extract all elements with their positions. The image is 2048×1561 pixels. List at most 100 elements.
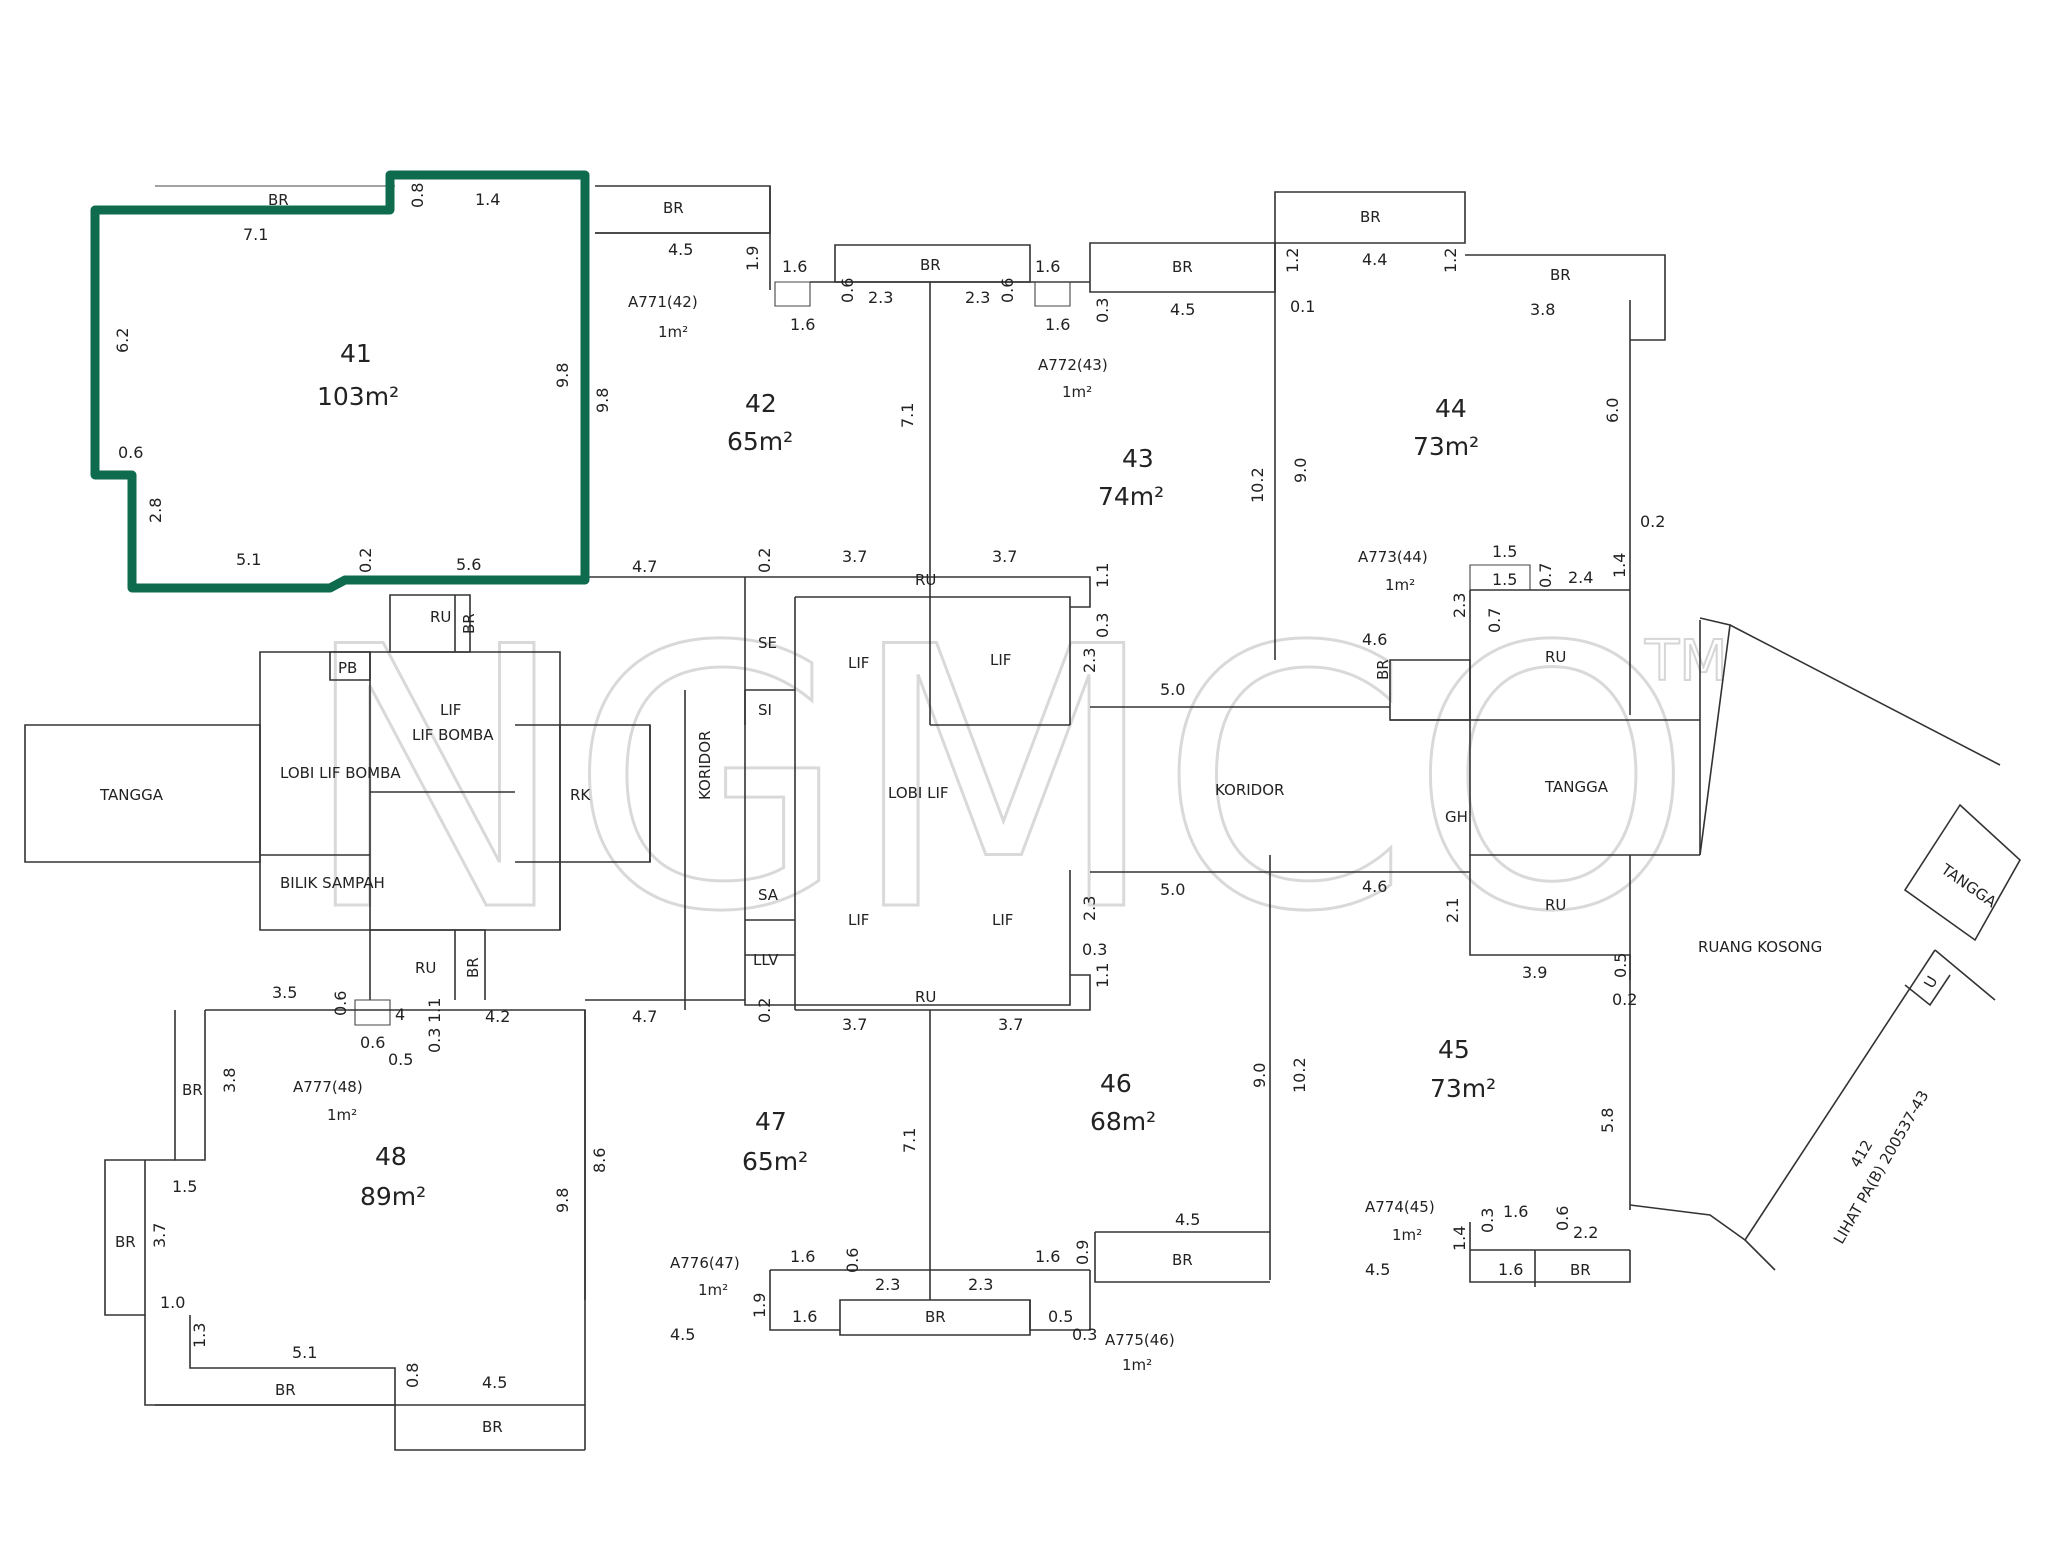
label-br: BR — [268, 191, 289, 209]
label-si: SI — [758, 701, 772, 719]
dim: 9.0 — [1250, 1063, 1269, 1088]
dim: 4.5 — [1170, 300, 1195, 319]
dim: 1.6 — [1035, 257, 1060, 276]
dim: 3.8 — [220, 1068, 239, 1093]
dim: 4.4 — [1362, 250, 1387, 269]
dim: 3.7 — [842, 1015, 867, 1034]
dim: 1.2 — [1441, 248, 1460, 273]
dim: 3.5 — [272, 983, 297, 1002]
label-tangga: TANGGA — [1937, 860, 2000, 912]
dim: 9.0 — [1291, 458, 1310, 483]
dim: 0.2 — [755, 998, 774, 1023]
dim: 2.3 — [1450, 593, 1469, 618]
dim: 3.7 — [842, 547, 867, 566]
dim: 1.0 — [160, 1293, 185, 1312]
dim: 2.8 — [146, 498, 165, 523]
dim: 6.2 — [113, 328, 132, 353]
parcel-41-area: 103m² — [317, 382, 399, 411]
accessory-a776-area: 1m² — [698, 1281, 728, 1299]
accessory-a773: A773(44) — [1358, 548, 1428, 566]
accessory-a777: A777(48) — [293, 1078, 363, 1096]
dim: 1.9 — [743, 246, 762, 271]
dim: 4.7 — [632, 1007, 657, 1026]
dim: 1.3 — [190, 1323, 209, 1348]
dim: 3.7 — [992, 547, 1017, 566]
dim: 1.6 — [790, 1247, 815, 1266]
accessory-labels: A771(42) 1m² A772(43) 1m² A773(44) 1m² A… — [293, 293, 1435, 1374]
dim: 0.2 — [356, 548, 375, 573]
label-koridor: KORIDOR — [696, 731, 714, 800]
dim: 0.3 — [1093, 298, 1112, 323]
label-rk: RK — [570, 786, 591, 804]
dim: 1.6 — [1045, 315, 1070, 334]
dim: 0.3 — [425, 1028, 444, 1053]
label-ru: RU — [1545, 648, 1566, 666]
label-br: BR — [663, 199, 684, 217]
dim: 0.9 — [1073, 1240, 1092, 1265]
dim: 4.7 — [632, 557, 657, 576]
dim: 2.3 — [868, 288, 893, 307]
parcel-43-area: 74m² — [1098, 482, 1164, 511]
watermark: NGMCO TM — [299, 570, 1729, 992]
dim: 7.1 — [243, 225, 268, 244]
dim: 5.1 — [292, 1343, 317, 1362]
dim: 0.3 — [1082, 940, 1107, 959]
accessory-a774: A774(45) — [1365, 1198, 1435, 1216]
dim: 0.5 — [1048, 1307, 1073, 1326]
label-br: BR — [925, 1308, 946, 1326]
label-ru: RU — [1545, 896, 1566, 914]
label-pb: PB — [338, 659, 357, 677]
dim: 6.0 — [1603, 398, 1622, 423]
dim: 4.5 — [670, 1325, 695, 1344]
dim: 4.2 — [485, 1007, 510, 1026]
dim: 4.6 — [1362, 877, 1387, 896]
label-br: BR — [920, 256, 941, 274]
dim: 4.5 — [1365, 1260, 1390, 1279]
dim: 0.8 — [403, 1363, 422, 1388]
dim: 3.7 — [998, 1015, 1023, 1034]
dimensions: 7.1 0.8 1.4 6.2 0.6 2.8 5.1 0.2 5.6 9.8 … — [113, 183, 1665, 1392]
label-gh: GH — [1445, 808, 1468, 826]
label-llv: LLV — [753, 951, 779, 969]
accessory-a771: A771(42) — [628, 293, 698, 311]
label-br: BR — [275, 1381, 296, 1399]
dim: 2.1 — [1443, 898, 1462, 923]
accessory-a772-area: 1m² — [1062, 383, 1092, 401]
dim: 1.1 — [1093, 563, 1112, 588]
label-br: BR — [460, 613, 478, 634]
dim: 7.1 — [900, 1128, 919, 1153]
dim: 2.2 — [1573, 1223, 1598, 1242]
dim: 1.6 — [782, 257, 807, 276]
dim: 1.6 — [792, 1307, 817, 1326]
accessory-a771-area: 1m² — [658, 323, 688, 341]
accessory-a772: A772(43) — [1038, 356, 1108, 374]
label-ru: RU — [430, 608, 451, 626]
dim: 4 — [395, 1005, 405, 1024]
dim: 0.2 — [755, 548, 774, 573]
dim: 4.5 — [668, 240, 693, 259]
dim: 9.8 — [553, 363, 572, 388]
dim: 2.3 — [968, 1275, 993, 1294]
dim: 0.8 — [408, 183, 427, 208]
label-lif-bomba: LIF BOMBA — [412, 726, 494, 744]
label-lif: LIF — [992, 911, 1013, 929]
dim: 1.6 — [790, 315, 815, 334]
dim: 8.6 — [590, 1148, 609, 1173]
label-lobi-lif-bomba: LOBI LIF BOMBA — [280, 764, 401, 782]
dim: 0.3 — [1093, 613, 1112, 638]
label-br: BR — [1550, 266, 1571, 284]
dim: 1.4 — [1610, 553, 1629, 578]
label-tangga: TANGGA — [1544, 778, 1609, 796]
dim: 9.8 — [553, 1188, 572, 1213]
dim: 4.5 — [1175, 1210, 1200, 1229]
dim: 1.4 — [1450, 1226, 1469, 1251]
accessory-a776: A776(47) — [670, 1254, 740, 1272]
dim: 0.6 — [998, 278, 1017, 303]
label-br: BR — [482, 1418, 503, 1436]
parcel-44-id: 44 — [1435, 394, 1467, 423]
parcel-41-highlight — [90, 170, 590, 593]
accessory-a773-area: 1m² — [1385, 576, 1415, 594]
dim: 0.7 — [1485, 608, 1504, 633]
label-br: BR — [464, 957, 482, 978]
